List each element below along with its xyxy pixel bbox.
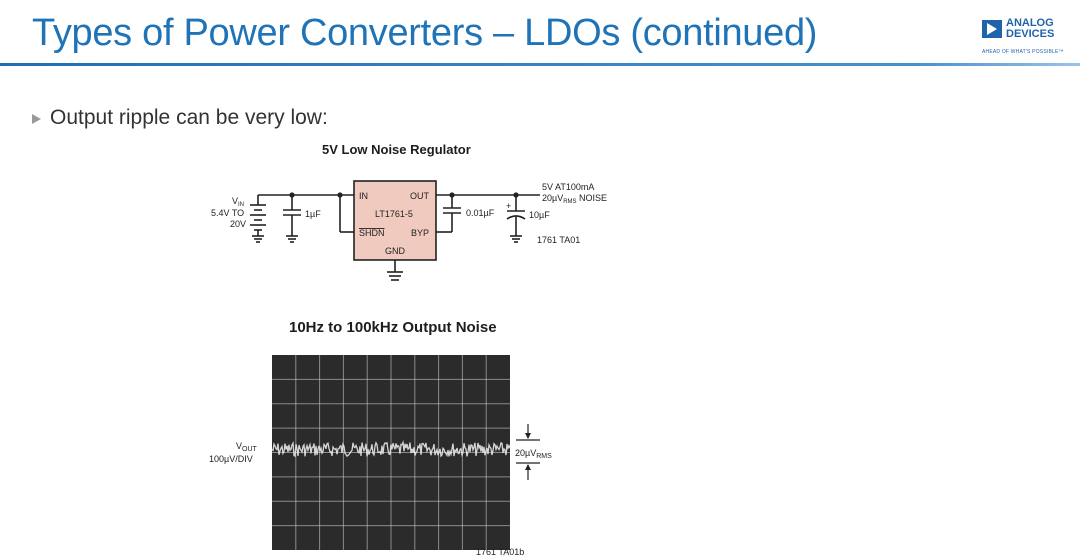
logo-wordmark: ANALOG DEVICES	[1006, 18, 1070, 40]
junction-dot	[449, 192, 455, 198]
cbyp-value: 0.01µF	[466, 208, 495, 218]
slide-title: Types of Power Converters – LDOs (contin…	[32, 12, 818, 54]
part-number: LT1761-5	[375, 209, 413, 219]
scope-figure-code: 1761 TA01b	[476, 547, 524, 557]
scope-y-scale: 100µV/DIV	[209, 454, 253, 464]
logo-word-analog: ANALOG	[1006, 17, 1054, 29]
scope-title: 10Hz to 100kHz Output Noise	[289, 319, 497, 336]
output-noise-word: NOISE	[577, 193, 608, 203]
logo-word-devices: DEVICES	[1006, 28, 1055, 40]
regulator-ic	[353, 180, 437, 261]
noise-amplitude-sub: RMS	[536, 453, 552, 460]
pin-shdn-label: SHDN	[359, 228, 385, 238]
pin-gnd-label: GND	[385, 246, 406, 256]
scope-y-label-main: V	[236, 441, 242, 451]
logo-triangle-icon	[982, 20, 1002, 38]
cout-value: 10µF	[529, 210, 550, 220]
junction-dot	[337, 192, 343, 198]
pin-out-label: OUT	[410, 191, 430, 201]
bullet-text: Output ripple can be very low:	[50, 106, 328, 129]
scope-y-label: VOUT	[236, 441, 258, 453]
vin-label-sub: IN	[238, 202, 244, 208]
scope-y-label-sub: OUT	[242, 446, 258, 453]
vin-label-main: V	[232, 196, 238, 206]
vin-label: VIN	[232, 196, 244, 208]
noise-trace	[271, 440, 511, 458]
bullet-arrow-icon	[32, 114, 41, 124]
output-noise-sub: RMS	[563, 199, 576, 205]
pin-in-label: IN	[359, 191, 368, 201]
circuit-title: 5V Low Noise Regulator	[322, 142, 471, 157]
output-noise-value: 20µV	[542, 193, 563, 203]
junction-dot	[289, 192, 295, 198]
arrow-down-icon	[525, 433, 531, 439]
logo-tagline: AHEAD OF WHAT'S POSSIBLE™	[982, 49, 1064, 55]
arrow-up-icon	[525, 464, 531, 470]
cap-polarity-plus: +	[506, 201, 511, 211]
vin-range-line1: 5.4V TO	[211, 208, 244, 218]
analog-devices-logo: ANALOG DEVICES AHEAD OF WHAT'S POSSIBLE™	[982, 18, 1074, 58]
noise-amplitude-label: 20µVRMS	[515, 448, 552, 460]
noise-amplitude-value: 20µV	[515, 448, 536, 458]
vin-range-line2: 20V	[230, 219, 246, 229]
cin-value: 1µF	[305, 209, 321, 219]
output-spec-line2: 20µVRMS NOISE	[542, 193, 607, 205]
title-underline	[0, 63, 1080, 66]
junction-dot	[513, 192, 519, 198]
pin-byp-label: BYP	[411, 228, 429, 238]
output-spec-line1: 5V AT100mA	[542, 182, 594, 192]
circuit-figure-code: 1761 TA01	[537, 235, 580, 245]
